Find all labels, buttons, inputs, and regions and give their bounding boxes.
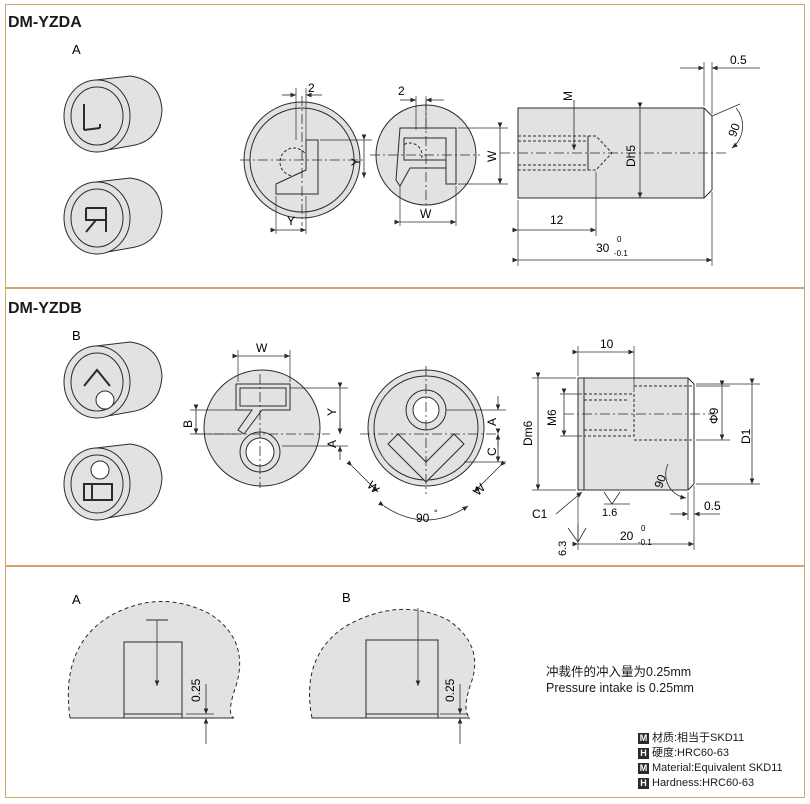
dim-10-label: 10 [600,337,614,351]
pressure-view-a: 0.25 [67,601,241,744]
tol-30-lower: -0.1 [614,249,628,258]
dim-y-a1-vertical: Y [349,158,363,166]
dim-y-a1-horizontal: Y [287,214,295,228]
front-view-b2: A C W W 90 ° [346,366,506,525]
dim-w-b2-right: W [470,480,488,498]
label-a-yzda: A [72,42,81,57]
dim-0-25-a: 0.25 [189,678,203,702]
pressure-drawing: A B 0.25 0.25 [67,590,476,744]
chamfer-c1: C1 [532,507,548,521]
dim-90-b2: 90 [416,511,430,525]
section-title-yzda: DM-YZDA [8,14,82,31]
pressure-note: 冲裁件的冲入量为0.25mm Pressure intake is 0.25mm [546,664,694,696]
dim-dm6-label: Dm6 [521,420,535,446]
legend-tag: H [638,778,649,789]
legend-text: Hardness:HRC60-63 [652,777,755,789]
side-view-b: 10 M6 Dm6 Φ9 D1 90 0.5 1.6 C [521,337,760,556]
deg-sign-b2: ° [434,508,438,518]
dim-a-b1: A [325,440,339,448]
dim-90-a: 90 [725,121,743,139]
legend-text: Material:Equivalent SKD11 [652,762,783,774]
roughness-6-3: 6.3 [557,541,569,556]
dim-w-b1: W [256,341,268,355]
tol-20-upper: 0 [641,524,646,533]
front-view-a2: 2 W W [370,84,508,226]
label-a-pressure: A [72,592,81,607]
tol-30-upper: 0 [617,235,622,244]
dim-w-a2-horizontal: W [420,207,432,221]
pressure-note-cn: 冲裁件的冲入量为0.25mm [546,665,692,679]
dim-0-5-a: 0.5 [730,53,747,67]
dim-y-b1: Y [325,408,339,416]
dim-2-a1: 2 [308,81,315,95]
punch-3d-a-top [63,75,163,153]
dim-c-b2: C [485,447,499,456]
front-view-a1: 2 Y Y [240,81,372,234]
punch-3d-b-top [63,341,163,419]
dim-30-label: 30 [596,241,610,255]
dim-dh5-label: Dh5 [624,145,638,167]
punch-3d-b-bottom [63,443,163,521]
section-title-yzdb: DM-YZDB [8,300,82,317]
legend-tag: M [638,763,649,774]
dim-0-25-b: 0.25 [443,678,457,702]
dim-20-label: 20 [620,529,634,543]
punch-3d-a-bottom [63,177,163,255]
roughness-1-6: 1.6 [602,507,617,519]
legend-tag: H [638,748,649,759]
tol-20-lower: -0.1 [638,538,652,547]
dim-w-a2-vertical: W [485,150,499,162]
pressure-view-b: 0.25 [309,608,476,744]
dim-0-5-b: 0.5 [704,499,721,513]
dim-m-label: M [561,91,575,101]
legend-text: 材质:相当于SKD11 [652,732,745,744]
dim-a-b2: A [485,418,499,426]
dim-d1-label: D1 [739,428,753,444]
legend-text: 硬度:HRC60-63 [652,747,730,759]
dim-b-b1: B [181,420,195,428]
dim-m6-label: M6 [545,409,559,426]
dim-phi9-label: Φ9 [707,407,721,424]
yzdb-drawing: B W B Y [63,328,760,556]
label-b-yzdb: B [72,328,81,343]
side-view-a: M Dh5 12 30 0 -0.1 0.5 90 [500,53,760,266]
front-view-b1: W B Y A [181,341,348,488]
yzda-drawing: A 2 Y Y [63,42,760,266]
dim-90-b-side: 90 [651,472,669,490]
dim-12-label: 12 [550,213,564,227]
pressure-note-en: Pressure intake is 0.25mm [546,681,694,695]
dim-2-a2: 2 [398,84,405,98]
legend-tag: M [638,733,649,744]
label-b-pressure: B [342,590,351,605]
